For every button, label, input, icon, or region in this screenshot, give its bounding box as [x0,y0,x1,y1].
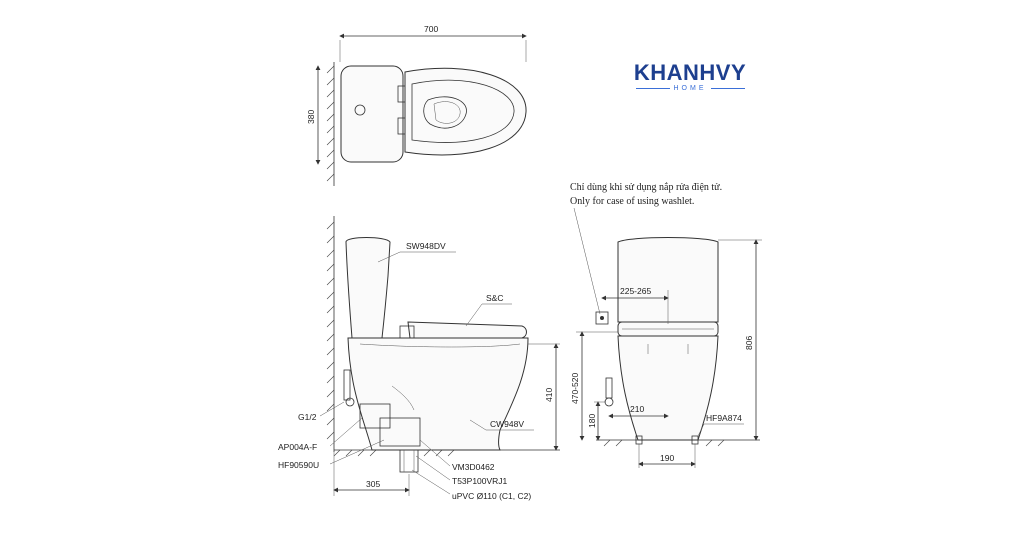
side-height-dim: 410 [544,388,554,402]
callout-vm3d0462: VM3D0462 [452,462,495,472]
top-view: 700 380 [306,24,527,186]
brand-logo: KHANHVY HOME [624,60,756,93]
seat-model-label: S&C [486,293,503,303]
valve-height-dim: 180 [587,414,597,428]
bowl-model-label: CW948V [490,419,524,429]
washlet-note-en: Only for case of using washlet. [570,196,694,207]
callout-g12: G1/2 [298,412,317,422]
outlet-range-dim: 225-265 [620,286,651,296]
bowl-side-outline [347,337,529,451]
bolt-label: HF9A874 [706,413,742,423]
tank-model-label: SW948DV [406,241,446,251]
front-view: Chỉ dùng khi sử dụng nắp rửa điện tử. On… [570,182,762,468]
brand-rule-right [710,88,745,89]
tank-top-outline [340,65,404,163]
callout-hf90590u: HF90590U [278,460,319,470]
tank-side-outline [345,237,391,339]
brand-sub: HOME [673,85,707,92]
total-height-dim: 806 [744,336,754,350]
top-depth-dim: 380 [306,110,316,124]
top-width-dim: 700 [424,24,438,34]
callout-ap004a: AP004A-F [278,442,317,452]
tank-front-outline [617,237,719,323]
rough-in-dim: 305 [366,479,380,489]
seat-height-dim: 470-520 [570,373,580,404]
brand-sub-row: HOME [624,85,756,92]
washlet-note-vi: Chỉ dùng khi sử dụng nắp rửa điện tử. [570,182,722,193]
brand-name: KHANHVY [633,60,747,85]
side-view: 410 305 SW948DV S&C CW948V G1/2 AP004A-F… [278,216,560,501]
brand-rule-left [635,88,670,89]
bowl-front-outline [617,335,719,441]
callout-t53p100vrj1: T53P100VRJ1 [452,476,508,486]
callout-upvc: uPVC Ø110 (C1, C2) [452,491,531,501]
base-width-dim: 190 [660,453,674,463]
valve-offset-dim: 210 [630,404,644,414]
